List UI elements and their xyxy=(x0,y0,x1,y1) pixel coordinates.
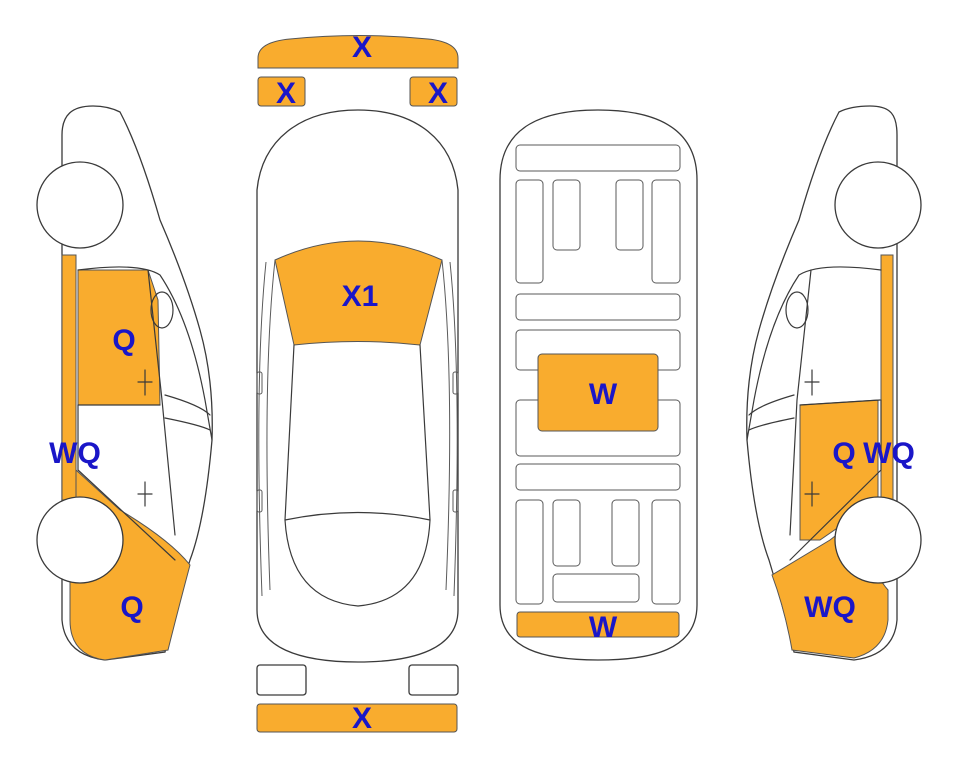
front-bumper-part xyxy=(257,35,459,69)
label-top-right-light: X xyxy=(428,77,448,110)
label-right-rear-quarter: WQ xyxy=(804,591,856,624)
damage-labels: X X X X1 X W W Q WQ Q Q WQ WQ xyxy=(49,31,915,735)
top-view-car xyxy=(256,109,459,663)
left-side-view xyxy=(36,105,213,661)
label-right-side: WQ xyxy=(863,437,915,470)
label-underbody-rear: W xyxy=(589,611,618,644)
label-top-left-light: X xyxy=(276,77,296,110)
front-left-light-part xyxy=(257,76,306,107)
label-windshield: X1 xyxy=(342,280,379,313)
label-left-front-door: Q xyxy=(112,324,135,357)
label-left-rear-quarter: Q xyxy=(120,591,143,624)
underbody-view xyxy=(499,109,698,661)
right-side-view xyxy=(746,105,922,661)
rear-left-light xyxy=(256,664,307,696)
top-car-body xyxy=(256,109,459,663)
left-front-door-part xyxy=(77,269,161,406)
label-right-door: Q xyxy=(832,437,855,470)
top-view-front-parts xyxy=(257,35,459,107)
top-view-rear-parts xyxy=(256,664,459,733)
underbody-rear-part xyxy=(516,611,680,638)
right-rear-wheel xyxy=(834,496,922,584)
front-right-light-part xyxy=(409,76,458,107)
rear-right-light xyxy=(408,664,459,696)
underbody-center-part xyxy=(537,353,659,432)
rear-bumper-part xyxy=(256,703,458,733)
label-top-bumper: X xyxy=(352,31,372,64)
right-front-wheel xyxy=(834,161,922,249)
label-left-side: WQ xyxy=(49,437,101,470)
label-bottom-bumper: X xyxy=(352,702,372,735)
left-rear-wheel xyxy=(36,496,124,584)
label-underbody-center: W xyxy=(589,378,618,411)
left-front-wheel xyxy=(36,161,124,249)
